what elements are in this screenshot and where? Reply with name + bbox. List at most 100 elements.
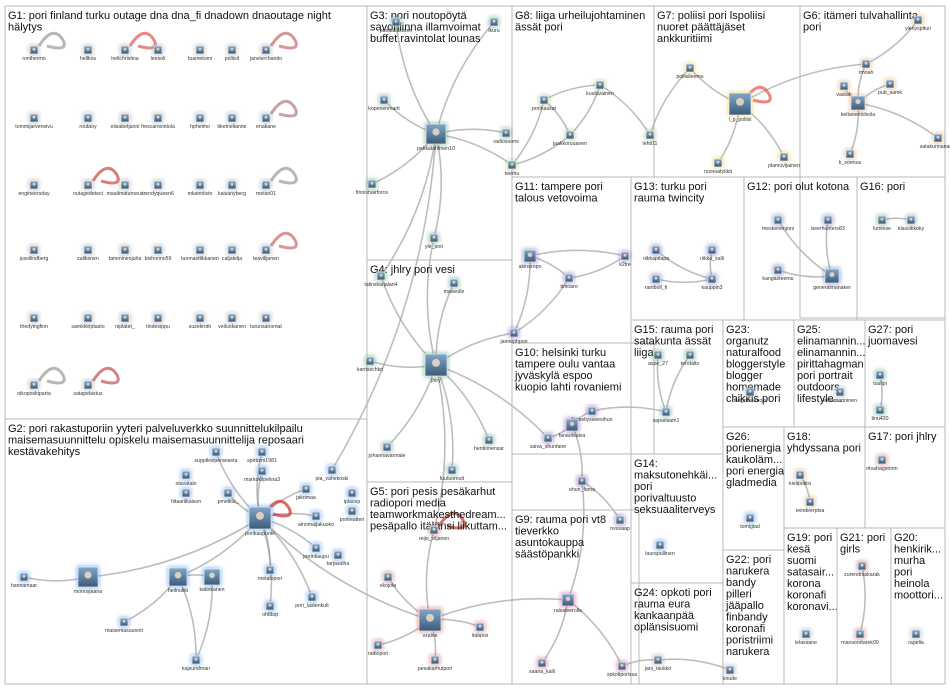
node-tiketnelianne[interactable]: tiketnelianne [217,113,247,130]
node-johannavarmale[interactable]: johannavarmale [368,442,406,459]
node-teavilijanen[interactable]: teavilijanen [253,245,279,262]
node-jaakkoruuanen[interactable]: jaakkoruuanen [552,130,587,147]
node-pmetlila_[interactable]: pmetlila_ [218,488,239,505]
node-reijo_viljanen[interactable]: reijo_viljanen [419,525,449,542]
node-riikkapitapa[interactable]: riikkapitapa [643,245,669,262]
node-kajsundman[interactable]: kajsundman [182,655,210,672]
node-tinu420[interactable]: tinu420 [871,405,889,422]
node-spkotiporissa[interactable]: spkotiporissa [607,661,637,678]
node-kopenenmarti[interactable]: kopenenmarti [368,95,400,112]
node-l_p_poliisi[interactable]: l_p_poliisi [728,92,752,123]
node-satakunnanamk[interactable]: satakunnanamk [920,133,950,150]
node-nuoruatykkit[interactable]: nuoruatykkit [704,158,733,175]
node-hellchristina[interactable]: hellchristina [111,45,139,62]
node-routaoy[interactable]: routaoy [79,113,97,130]
node-maailmaturneus[interactable]: maailmaturneus [107,180,144,197]
node-knude[interactable]: knude [723,665,737,682]
node-elinamanninen[interactable]: elinamanninen [823,387,857,404]
node-zaliksnen[interactable]: zaliksnen [77,245,99,262]
node-aspe_27[interactable]: aspe_27 [648,350,668,367]
node-tomiglad[interactable]: tomiglad [740,513,760,530]
node-porinkaupu[interactable]: porinkaupu [303,543,329,560]
node-tuomasttikkanen[interactable]: tuomasttikkanen [181,245,219,262]
node-maisemasuunnit[interactable]: maisemasuunnit [105,617,143,634]
node-katinkanen[interactable]: katinkanen [199,568,225,593]
node-poliisileemu[interactable]: poliisileemu [676,63,704,80]
node-engineersday[interactable]: engineersday [18,180,50,197]
node-klassikkoky[interactable]: klassikkoky [898,215,925,232]
node-k_sormus[interactable]: k_sormus [839,149,862,166]
node-kuuluvainen[interactable]: kuuluvainen [586,80,614,97]
node-saparisam1[interactable]: saparisam1 [653,407,680,424]
node-beerhunters83[interactable]: beerhunters83 [811,215,845,232]
node-enakane[interactable]: enakane [256,113,276,130]
node-talinskarjalan4[interactable]: talinskarjalan4 [364,271,398,288]
node-nvuvaap[interactable]: nvuvaap [610,515,630,532]
node-satapelastus[interactable]: satapelastus [73,380,103,397]
node-teemu[interactable]: teemu [505,160,520,177]
node-reindeerptsa[interactable]: reindeerptsa [796,497,825,514]
node-bishonno59[interactable]: bishonno59 [145,245,172,262]
node-ronihermo[interactable]: ronihermo [22,45,46,62]
node-poliisit[interactable]: poliisit [225,45,240,62]
node-hannamaar[interactable]: hannamaar [11,572,38,589]
node-metso01[interactable]: metso01 [256,180,276,197]
node-skojola[interactable]: skojola [380,572,396,589]
node-radiopori[interactable]: radiopori [368,640,388,657]
node-laurapullinen[interactable]: laurapullinen [645,540,675,557]
node-kauppin3[interactable]: kauppin3 [701,274,723,291]
node-ylenyspituri[interactable]: ylenyspituri [905,15,931,32]
node-thedyingfinn[interactable]: thedyingfinn [20,313,48,330]
node-ikuru[interactable]: ikuru [488,17,500,34]
node-janvierchando[interactable]: janvierchando [249,45,282,62]
node-akinaropo[interactable]: akinaropo [519,249,542,270]
node-tamminenjuha[interactable]: tamminenjuha [109,245,142,262]
node-trendyqueen6[interactable]: trendyqueen6 [142,180,174,197]
node-fuutuomutt[interactable]: fuutuomutt [440,465,465,482]
node-tuulipi[interactable]: tuulipi [873,370,887,387]
node-pub_samk[interactable]: pub_samk [878,79,902,96]
node-jani_raukko[interactable]: jani_raukko [644,655,672,672]
node-markokilpelina3[interactable]: markokilpelina3 [244,466,280,483]
node-hpheimo[interactable]: hpheimo [190,113,210,130]
node-porikaupunki[interactable]: porikaupunki [245,506,275,537]
node-niplatet_[interactable]: niplatet_ [115,313,135,330]
node-ehun_fama[interactable]: ehun_fama [569,476,595,493]
node-poriteatteri[interactable]: poriteatteri [340,506,365,523]
node-tommijarvensivu[interactable]: tommijarvensivu [15,113,53,130]
node-mkanniisto[interactable]: mkanniisto [188,180,213,197]
node-caljatelja[interactable]: caljatelja [222,245,242,262]
node-saana_kalli[interactable]: saana_kalli [529,658,555,675]
node-ainomaijakuoko[interactable]: ainomaijakuoko [298,511,334,528]
node-pia_vahekoski[interactable]: pia_vahekoski [316,465,349,482]
node-heilnukki[interactable]: heilnukki [168,567,188,594]
node-rapelia[interactable]: rapelia [908,629,924,646]
node-karnsschkri[interactable]: karnsschkri [357,356,383,373]
node-metalopori[interactable]: metalopori [258,565,282,582]
node-nikoposkiparta[interactable]: nikoposkiparta [17,380,51,397]
node-kielipoliisi[interactable]: kielipoliisi [789,470,811,487]
node-hitaariikaison[interactable]: hitaariikaison [171,488,201,505]
node-leesoli[interactable]: leesoli [151,45,166,62]
node-jakomaa[interactable]: jakomaa [295,484,316,501]
node-k2tre[interactable]: k2tre [619,251,631,268]
node-pesakarhutpori[interactable]: pesakarhutpori [418,655,452,672]
node-jussilindberg[interactable]: jussilindberg [19,245,49,262]
node-saiva_shunfane[interactable]: saiva_shunfane [530,433,566,450]
node-ritvahagstrom[interactable]: ritvahagstrom [866,455,898,472]
node-frescarovintola[interactable]: frescarovintola [141,113,175,130]
node-thegraceimojo[interactable]: thegraceimojo [734,387,767,404]
node-italansi[interactable]: italansi [472,622,488,639]
node-veiluokanen[interactable]: veiluokanen [218,313,246,330]
node-maavulle[interactable]: maavulle [444,278,465,295]
node-riikka_salli[interactable]: riikka_salli [700,245,724,262]
node-yle_pori[interactable]: yle_pori [425,233,443,250]
node-meskenenjoni[interactable]: meskenenjoni [762,215,794,232]
node-terotalto[interactable]: terotalto [681,350,700,367]
node-puotuslakuren[interactable]: puotuslakuren [380,17,413,34]
node-fenseliysavesihun[interactable]: fenseliysavesihun [572,406,613,423]
node-spirbsm1981[interactable]: spirbsm1981 [247,447,277,464]
node-zurendraskarak[interactable]: zurendraskarak [844,561,880,578]
node-fanaofsaiva[interactable]: fanaofsaiva [559,418,586,439]
node-jhlry[interactable]: jhlry [424,353,448,384]
